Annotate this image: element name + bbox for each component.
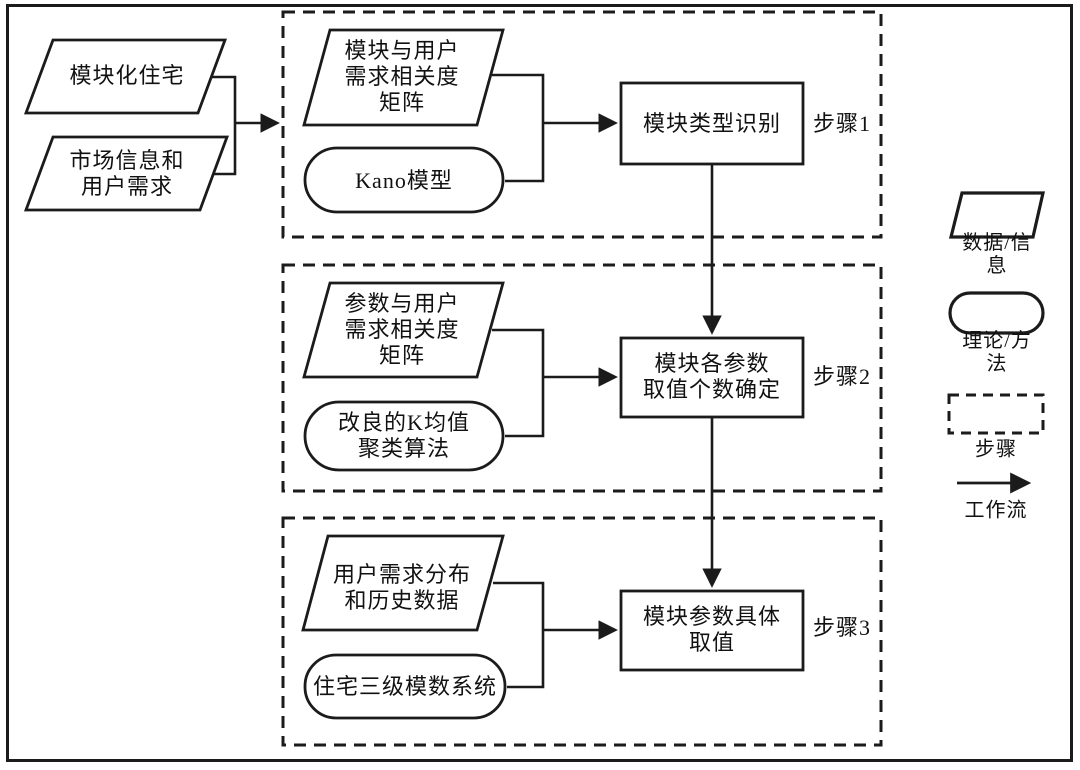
step3-tag: 步骤3 — [812, 615, 872, 640]
input-parallelogram-market-info — [23, 135, 230, 212]
step2-process-label: 模块各参数 取值个数确定 — [642, 351, 782, 402]
step1-data-label: 模块与用户 需求相关度 矩阵 — [344, 38, 460, 115]
step1-process-rect — [619, 81, 805, 166]
step1-data-parallelogram — [302, 28, 505, 127]
legend-workflow-label: 工作流 — [964, 499, 1028, 522]
step2-process-rect — [619, 336, 805, 419]
step3-process-label: 模块参数具体 取值 — [642, 604, 782, 655]
legend-method-label: 理论/方法 — [962, 330, 1032, 375]
legend-parallelogram-icon — [948, 191, 1046, 239]
legend-rounded-rect-icon — [948, 291, 1045, 335]
step3-process-rect — [619, 589, 805, 672]
step2-data-parallelogram — [302, 281, 505, 379]
step1-tag: 步骤1 — [812, 111, 872, 136]
connector-step3-bracket — [493, 581, 545, 689]
input-parallelogram-modular-housing — [23, 38, 228, 115]
step1-dashed-box — [281, 10, 883, 239]
input-label-modular-housing: 模块化住宅 — [69, 63, 185, 88]
step3-method-label: 住宅三级模数系统 — [312, 674, 498, 699]
step3-method-rounded-rect — [303, 653, 507, 720]
connector-step2-bracket — [492, 328, 545, 438]
step2-tag: 步骤2 — [812, 364, 872, 389]
step3-data-label: 用户需求分布 和历史数据 — [332, 562, 472, 613]
step2-data-label: 参数与用户 需求相关度 矩阵 — [344, 291, 460, 368]
step3-data-parallelogram — [301, 534, 505, 632]
legend-data-label: 数据/信息 — [962, 232, 1032, 277]
step2-method-label: 改良的K均值 聚类算法 — [338, 410, 470, 461]
figure-border — [6, 4, 1073, 762]
step3-dashed-box — [281, 516, 883, 747]
step1-method-rounded-rect — [303, 146, 505, 214]
step2-method-rounded-rect — [303, 400, 505, 472]
input-label-market-info: 市场信息和 用户需求 — [69, 148, 185, 199]
connector-step1-bracket — [492, 73, 545, 183]
step2-dashed-box — [281, 263, 883, 493]
legend-dashed-rect-icon — [947, 393, 1045, 435]
legend-step-label: 步骤 — [975, 438, 1017, 461]
step1-process-label: 模块类型识别 — [642, 111, 782, 136]
step1-method-label: Kano模型 — [355, 168, 453, 193]
connector-inputs-bracket — [211, 75, 237, 176]
